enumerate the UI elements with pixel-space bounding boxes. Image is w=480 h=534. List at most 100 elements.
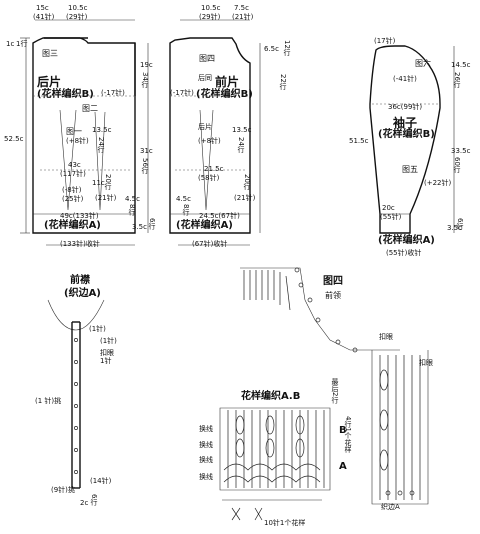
back-pattern-a: (花样编织A)	[44, 220, 101, 231]
front-bottom-castoff: (67针)收针	[192, 240, 228, 248]
sleeve-lower-rows: 60行	[453, 157, 461, 173]
back-dart-rows: 24行	[97, 137, 105, 153]
back-dart-decrease: (-8针)	[62, 186, 82, 194]
back-side-rows: 34行	[141, 72, 149, 88]
back-rib-rows: 6行	[148, 218, 156, 230]
placket-bottom-pickup: (9针)挑	[51, 486, 75, 494]
front-fig4-label: 图四	[199, 54, 215, 63]
back-side-stitches: (21针)	[95, 194, 117, 202]
back-lower-height: 31c	[140, 147, 153, 155]
front-top-width1: 10.5c	[201, 4, 221, 12]
front-dart-height: 13.5c	[232, 126, 252, 134]
placket-stitch-b: 1针	[100, 357, 112, 365]
sleeve-increase: (+22针)	[424, 179, 452, 187]
sleeve-cuff-stitches: (55针)	[380, 213, 402, 221]
front-hem-width: 24.5c(67针)	[199, 212, 240, 220]
placket-buttonhole: 扣眼	[100, 349, 114, 357]
fig4-section-b: B	[339, 425, 347, 436]
front-side-stitches: (21针)	[234, 194, 256, 202]
fig4-section-a: A	[339, 461, 347, 472]
front-title: 前片	[215, 75, 240, 89]
placket-bottom-rows: 6行	[90, 494, 98, 506]
sleeve-fig6-label: 图六	[415, 59, 431, 68]
back-bottom-castoff: (133针)收针	[60, 240, 100, 248]
neckline-chart	[219, 267, 429, 521]
sleeve-rib-rows: 6行	[456, 218, 464, 230]
front-increase: (+8针)	[198, 137, 221, 145]
front-dart-rows: 24行	[237, 137, 245, 153]
back-rib-height: 3.5c	[132, 223, 147, 231]
sleeve-outline	[369, 45, 441, 234]
back-fig1-label: 图一	[66, 127, 82, 136]
sleeve-pattern-b: (花样编织B)	[378, 129, 435, 140]
fig4-title: 图四	[323, 276, 343, 287]
front-neck-height: 6.5c	[264, 45, 279, 53]
fig4-change-yarn-1: 换线	[199, 425, 213, 433]
back-side-height: 19c	[140, 61, 153, 69]
fig4-buttonhole-top: 扣眼	[379, 333, 393, 341]
back-waist-stitches: (117针)	[60, 170, 86, 178]
back-increase: (+8针)	[66, 137, 89, 145]
back-total-height: 52.5c	[4, 135, 24, 143]
front-waist-width: 21.5c	[204, 165, 224, 173]
front-top-stitches2: (21针)	[232, 13, 254, 21]
back-hem-height: 4.5c	[125, 195, 140, 203]
sleeve-top-stitches: (17针)	[374, 37, 396, 45]
fig4-last-rows: 最后2行	[331, 378, 339, 404]
sleeve-pattern-a: (花样编织A)	[378, 235, 435, 246]
back-top-right-stitches: (29针)	[66, 13, 88, 21]
sleeve-cap-rows: 26行	[453, 72, 461, 88]
fig4-change-yarn-3: 换线	[199, 456, 213, 464]
placket-title: 前襟	[70, 275, 90, 286]
back-fig3-label: 图三	[42, 49, 58, 58]
back-fig2-label: 图二	[82, 104, 98, 113]
fig4-change-yarn-2: 换线	[199, 441, 213, 449]
sleeve-cuff-width: 20c	[382, 204, 395, 212]
fig4-buttonhole-right: 扣眼	[419, 359, 433, 367]
back-side-rows2: 20行	[104, 174, 112, 190]
back-waist-width: 43c	[68, 161, 81, 169]
fig4-edge-a: 织边A	[381, 503, 400, 511]
front-pattern-b: (花样编织B)	[196, 89, 253, 100]
back-shoulder-height: 1c	[6, 40, 15, 48]
sleeve-fig5-label: 图五	[402, 165, 418, 174]
front-waist-stitches: (58针)	[198, 174, 220, 182]
placket-top-stitches: (1针)	[89, 325, 106, 333]
front-side-rows: 22行	[279, 74, 287, 90]
sleeve-lower-height: 33.5c	[451, 147, 471, 155]
front-top-stitches1: (29针)	[199, 13, 221, 21]
placket-pickup-count: (14针)	[90, 477, 112, 485]
back-hem-width: 49c(133针)	[60, 212, 99, 220]
fig4-repeat-rows: 4行1个花样	[344, 416, 352, 453]
placket-strip	[47, 299, 105, 489]
placket-stitch-a: (1针)	[100, 337, 117, 345]
sleeve-rib-height: 3.5c	[447, 224, 462, 232]
sleeve-cap-height: 14.5c	[451, 61, 471, 69]
back-dart-stitches: (25针)	[62, 195, 84, 203]
placket-bottom-width: 2c	[80, 499, 89, 507]
front-hem-height: 4.5c	[176, 195, 191, 203]
back-pattern-b: (花样编织B)	[37, 89, 94, 100]
fig4-pattern-ab: 花样编织A.B	[241, 391, 301, 402]
back-hem-rows: 8行	[128, 204, 136, 216]
back-side-width: 11c	[92, 179, 105, 187]
sleeve-title: 袖子	[393, 116, 418, 130]
dimension-lines	[20, 19, 455, 246]
placket-subtitle: (织边A)	[64, 288, 101, 299]
sleeve-bottom-castoff: (55针)收针	[386, 249, 422, 257]
back-lower-rows: 56行	[141, 158, 149, 174]
back-top-left-width: 15c	[36, 4, 49, 12]
back-shoulder-rows: 1行	[16, 40, 28, 48]
back-dart-height: 13.5c	[92, 126, 112, 134]
back-title: 后片	[37, 75, 62, 89]
front-neck-rows: 12行	[283, 40, 291, 56]
fig4-subtitle: 前领	[325, 291, 341, 300]
front-same-note: 后片	[198, 123, 212, 131]
front-decrease: (-17针)	[170, 89, 194, 97]
front-pattern-a: (花样编织A)	[176, 220, 233, 231]
sleeve-width: 36c(99针)	[388, 103, 423, 111]
front-hem-rows: 8行	[182, 204, 190, 216]
back-top-left-stitches: (41针)	[33, 13, 55, 21]
placket-pickup: (1 针)挑	[35, 397, 62, 405]
